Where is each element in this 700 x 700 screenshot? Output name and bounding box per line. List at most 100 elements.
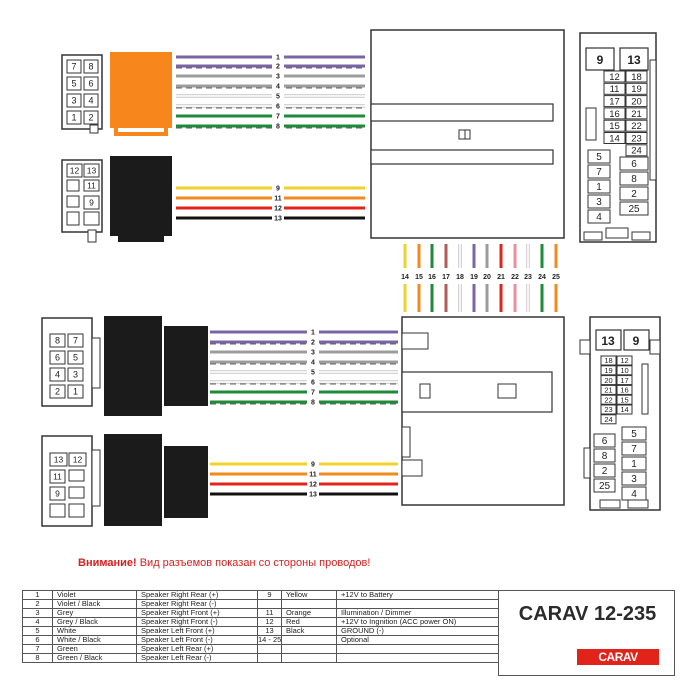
vertical-wire-label-25: 25 <box>552 274 560 281</box>
top-wire-label-12: 12 <box>274 206 282 213</box>
bottom-connector-a-body <box>104 316 208 416</box>
top-wire-6: 6 <box>176 102 365 111</box>
top-wire-label-5: 5 <box>276 94 280 101</box>
svg-text:3: 3 <box>73 370 78 380</box>
top-b-pin-12: 12 <box>66 163 83 178</box>
bottom-a-pin-6: 6 <box>49 350 66 365</box>
top-wire-5: 5 <box>176 92 365 101</box>
svg-text:13: 13 <box>87 166 97 176</box>
table-cell-color2 <box>281 644 337 654</box>
top-wire-label-7: 7 <box>276 114 280 121</box>
bottom-wire-label-2: 2 <box>311 340 315 347</box>
svg-text:18: 18 <box>631 72 642 83</box>
vertical-wire-label-24: 24 <box>538 274 546 281</box>
top-wire-2: 2 <box>176 62 365 71</box>
svg-text:14: 14 <box>620 405 628 414</box>
top-side-pin-1: 1 <box>587 179 611 194</box>
svg-text:24: 24 <box>604 415 612 424</box>
svg-text:20: 20 <box>631 97 642 108</box>
bottom-side-pin-4: 4 <box>621 486 647 501</box>
table-cell-color: Grey / Black <box>52 617 137 627</box>
bottom-b-pin-13: 13 <box>49 452 68 467</box>
bottom-b-pin-9: 9 <box>49 486 66 501</box>
svg-text:2: 2 <box>631 189 637 200</box>
table-cell-func: Speaker Right Rear (+) <box>136 590 258 600</box>
top-side-pin-21: 21 <box>625 107 648 120</box>
warning-text: Вид разъемов показан со стороны проводов… <box>139 557 371 569</box>
table-cell-color2 <box>281 599 337 609</box>
bottom-side-pin-6: 6 <box>593 433 616 448</box>
vertical-wire-25: 25 <box>552 244 560 312</box>
bottom-wire-2: 2 <box>210 338 398 347</box>
svg-text:15: 15 <box>609 121 620 132</box>
vertical-wire-18: 18 <box>456 244 464 312</box>
table-cell-n2 <box>257 599 282 609</box>
top-side-pin-12: 12 <box>603 70 626 83</box>
vertical-wire-24: 24 <box>538 244 546 312</box>
svg-text:1: 1 <box>631 459 637 470</box>
svg-text:25: 25 <box>599 481 611 492</box>
bottom-b-pin-empty <box>49 503 66 518</box>
svg-text:24: 24 <box>631 146 642 157</box>
top-wire-label-11: 11 <box>274 196 282 203</box>
top-wire-4: 4 <box>176 82 365 91</box>
svg-text:1: 1 <box>71 113 76 123</box>
table-cell-func2: Illumination / Dimmer <box>336 608 499 618</box>
table-cell-n2: 12 <box>257 617 282 627</box>
svg-text:7: 7 <box>73 336 78 346</box>
svg-text:8: 8 <box>55 336 60 346</box>
svg-text:13: 13 <box>54 455 64 465</box>
table-cell-func: Speaker Right Rear (-) <box>136 599 258 609</box>
top-side-pin-15: 15 <box>603 119 626 132</box>
vertical-wire-label-23: 23 <box>524 274 532 281</box>
svg-text:6: 6 <box>88 79 93 89</box>
svg-text:1: 1 <box>73 387 78 397</box>
svg-text:17: 17 <box>609 97 620 108</box>
table-cell-n2: 14 - 25 <box>257 635 282 645</box>
bottom-wire-label-7: 7 <box>311 390 315 397</box>
bottom-connector-b-body <box>104 434 208 526</box>
svg-text:9: 9 <box>55 489 60 499</box>
warning-note: Внимание! Вид разъемов показан со сторон… <box>78 557 370 569</box>
top-side-pin-5: 5 <box>587 149 611 164</box>
svg-text:5: 5 <box>73 353 78 363</box>
table-cell-func: Speaker Left Rear (+) <box>136 644 258 654</box>
svg-text:20: 20 <box>604 376 612 385</box>
svg-text:3: 3 <box>596 197 602 208</box>
table-cell-func2: Optional <box>336 635 499 645</box>
bottom-side-pin-18: 18 <box>600 355 617 366</box>
bottom-side-pin-17: 17 <box>616 375 633 386</box>
bottom-side-pin-10: 10 <box>616 365 633 376</box>
table-cell-n2 <box>257 653 282 663</box>
svg-text:23: 23 <box>631 133 642 144</box>
top-side-label-9: 9 <box>597 53 604 67</box>
svg-text:2: 2 <box>55 387 60 397</box>
top-b-pin-empty <box>83 211 100 226</box>
top-head-unit-connector <box>370 29 565 239</box>
svg-text:4: 4 <box>631 489 637 500</box>
table-cell-color2: Yellow <box>281 590 337 600</box>
top-wire-9: 9 <box>176 184 365 193</box>
vertical-wire-23: 23 <box>524 244 532 312</box>
top-a-pin-6: 6 <box>83 76 99 91</box>
bottom-a-pin-8: 8 <box>49 333 66 348</box>
bottom-side-pin-7: 7 <box>621 441 647 456</box>
top-b-pin-13: 13 <box>83 163 100 178</box>
bottom-wire-4: 4 <box>210 358 398 367</box>
table-cell-func: Speaker Right Front (-) <box>136 617 258 627</box>
bottom-wire-label-11: 11 <box>309 472 317 479</box>
bottom-head-unit-connector <box>401 316 565 506</box>
vertical-wire-label-15: 15 <box>415 274 423 281</box>
bottom-side-pin-19: 19 <box>600 365 617 376</box>
top-b-pin-empty <box>66 211 80 226</box>
vertical-wire-label-17: 17 <box>442 274 450 281</box>
top-b-pin-11: 11 <box>83 179 100 192</box>
svg-text:19: 19 <box>604 366 612 375</box>
vertical-wire-label-22: 22 <box>511 274 519 281</box>
top-side-pin-3: 3 <box>587 194 611 209</box>
svg-text:14: 14 <box>609 133 620 144</box>
